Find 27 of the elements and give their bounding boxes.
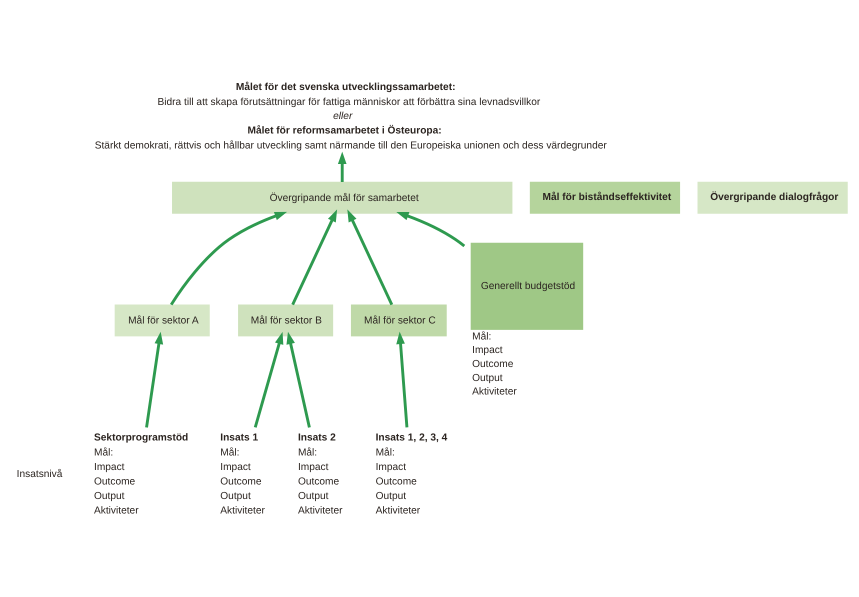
node-box: Övergripande dialogfrågor <box>698 181 848 214</box>
node-label: Impact <box>472 344 503 356</box>
arrow <box>286 331 311 428</box>
node-box: Mål för biståndseffektivitet <box>530 181 680 214</box>
node-box: Övergripande mål för samarbetet <box>172 181 512 214</box>
node-label: Mål: <box>472 330 492 342</box>
node-box: Mål för sektor B <box>238 304 334 336</box>
node-text: Insats 1 Mål: Impact Outcome Output Aktiviteter <box>220 432 265 516</box>
node-label: Outcome <box>472 358 514 370</box>
arrow <box>396 211 466 247</box>
arrow <box>396 331 408 428</box>
node-box: Mål för sektor C <box>350 304 447 336</box>
arrow <box>338 151 347 182</box>
label: Insatsnivå <box>16 468 62 480</box>
arrow <box>347 208 394 305</box>
node-text: Insats 2 Mål: Impact Outcome Output Aktiviteter <box>298 432 343 516</box>
node-label: Output <box>472 372 503 384</box>
arrow <box>170 211 288 305</box>
node-box: Mål för sektor A <box>114 304 210 336</box>
node-box: Generellt budgetstöd <box>470 242 584 330</box>
arrow <box>291 208 338 305</box>
node-text: Insats 1, 2, 3, 4 Mål: Impact Outcome Output Aktiviteter <box>376 432 448 516</box>
arrow <box>145 331 164 428</box>
arrow <box>254 331 284 428</box>
node-text: Sektorprogramstöd Mål: Impact Outcome Output Aktiviteter <box>94 432 188 516</box>
node-text: Målet för det svenska utvecklingssamarbetet: Bidra till att skapa förutsättningar för fattiga människor att förbättra sina levnadsvillkor eller Målet för reformsamarbetet i Östeuropa: Stärkt demokrati, rättvis och hållbar utveckling samt närmande till den Europeiska unionen och dess värdegrunder <box>94 81 607 152</box>
node-label: Aktiviteter <box>472 386 517 398</box>
